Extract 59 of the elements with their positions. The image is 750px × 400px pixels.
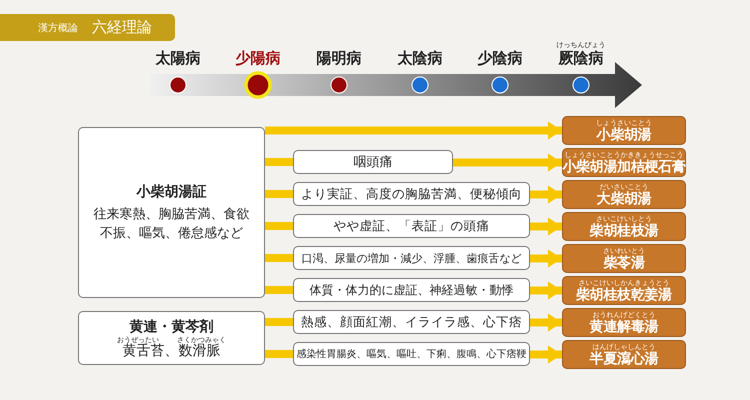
arrow (530, 186, 562, 204)
section-label: 漢方概論 (38, 22, 78, 34)
arrow (530, 346, 562, 364)
connector-line (265, 158, 293, 166)
box-text: 往来寒熱、胸脇苦満、食欲不振、嘔気、倦怠感など (92, 206, 250, 242)
formula-name: 小柴胡湯 (596, 126, 652, 142)
box-text: 黄舌苔、数滑脈 (122, 344, 220, 358)
formula-name: 柴胡桂枝乾姜湯 (576, 286, 672, 302)
arrow (530, 282, 562, 300)
connector-line (265, 222, 293, 230)
formula-box (562, 212, 686, 241)
stage-label: 少陰病 (478, 49, 522, 68)
condition-box (293, 214, 530, 238)
arrow (530, 314, 562, 332)
formula-box (562, 116, 686, 145)
connector-line (265, 254, 293, 262)
formula-name: 柴苓湯 (603, 254, 645, 270)
stage-label: 太陰病 (398, 49, 442, 68)
formula-box (562, 276, 686, 305)
box-text: より実証、高度の胸脇苦満、便秘傾向 (301, 186, 522, 202)
box-text: 咽頭痛 (354, 154, 392, 171)
box-text: 口渇、尿量の増加・減少、浮腫、歯痕舌など (302, 250, 522, 266)
title: 六経理論 (92, 18, 152, 37)
stage-label: 厥陰病 (558, 49, 604, 68)
arrow (530, 250, 562, 268)
syndrome-box (78, 127, 265, 298)
condition-box (293, 246, 530, 270)
condition-box (293, 342, 530, 366)
formula-name: 大柴胡湯 (596, 190, 652, 206)
stage-label: 少陽病 (236, 49, 280, 68)
syndrome-box (78, 311, 265, 365)
stage-label: 陽明病 (316, 49, 362, 68)
box-text: 体質・体力的に虚証、神経過敏・動悸 (310, 282, 514, 298)
connector-line (265, 318, 293, 326)
condition-box (293, 150, 453, 174)
arrow (530, 218, 562, 236)
formula-name: 小柴胡湯加桔梗石膏 (562, 158, 686, 174)
box-text: 感染性胃腸炎、嘔気、嘔吐、下痢、腹鳴、心下痞鞕 (296, 348, 526, 361)
connector-line (265, 190, 293, 198)
formula-box (562, 244, 686, 273)
condition-box (293, 278, 530, 302)
stage-label: 太陽病 (156, 49, 200, 68)
box-text: やや虚証、「表証」の頭痛 (334, 218, 490, 234)
formula-box (562, 340, 686, 369)
connector-line (265, 350, 293, 358)
formula-name: 柴胡桂枝湯 (590, 222, 658, 238)
box-heading: 黄連・黄芩剤 (130, 318, 214, 336)
formula-name: 黄連解毒湯 (590, 318, 658, 334)
connector-line (265, 286, 293, 294)
formula-box (562, 180, 686, 209)
formula-box (562, 148, 686, 177)
box-heading: 小柴胡湯証 (136, 182, 206, 200)
formula-name: 半夏瀉心湯 (590, 350, 658, 366)
arrow (265, 122, 562, 140)
box-text: 熱感、顔面紅潮、イライラ感、心下痞 (301, 314, 522, 330)
arrow (453, 154, 562, 172)
formula-box (562, 308, 686, 337)
condition-box (293, 182, 530, 206)
condition-box (293, 310, 530, 334)
